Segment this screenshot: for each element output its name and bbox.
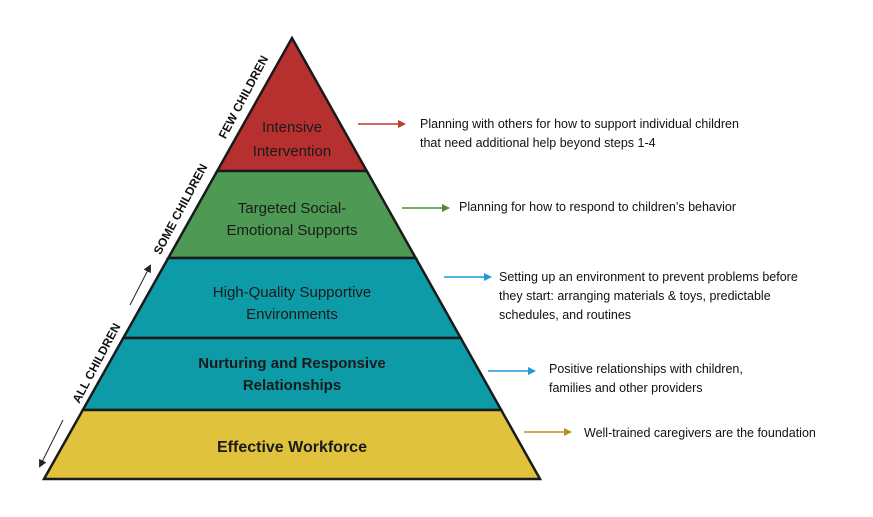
description-line: Setting up an environment to prevent pro…	[499, 270, 798, 284]
tier-label-nurturing-relationships-line-1: Nurturing and Responsive	[198, 355, 386, 372]
tier-label-effective-workforce-line-1: Effective Workforce	[217, 439, 367, 456]
tier-label-nurturing-relationships-line-2: Relationships	[243, 377, 341, 394]
side-arrow-all-children-down	[39, 419, 64, 468]
tier-label-supportive-environments-line-1: High-Quality Supportive	[213, 284, 371, 301]
description-line: Planning for how to respond to children’…	[459, 200, 737, 214]
description-line: Positive relationships with children,	[549, 362, 743, 376]
tier-label-supportive-environments-line-2: Environments	[246, 306, 338, 323]
tier-label-targeted-supports-line-2: Emotional Supports	[227, 222, 358, 239]
description-supportive-environments: Setting up an environment to prevent pro…	[499, 268, 798, 325]
tier-effective-workforce	[41, 408, 543, 481]
tier-label-targeted-supports-line-1: Targeted Social-	[238, 200, 346, 217]
tier-nurturing-relationships	[80, 336, 504, 412]
side-arrow-all-children-up	[129, 264, 151, 306]
description-line: they start: arranging materials & toys, …	[499, 289, 771, 303]
description-line: families and other providers	[549, 381, 703, 395]
description-line: Planning with others for how to support …	[420, 117, 739, 131]
tier-label-intensive-intervention-line-1: Intensive	[262, 119, 322, 136]
description-line: Well-trained caregivers are the foundati…	[584, 426, 816, 440]
description-effective-workforce: Well-trained caregivers are the foundati…	[584, 424, 816, 443]
description-line: that need additional help beyond steps 1…	[420, 136, 656, 150]
description-line: schedules, and routines	[499, 308, 632, 322]
description-nurturing-relationships: Positive relationships with children, fam…	[549, 360, 743, 398]
tier-label-intensive-intervention-line-2: Intervention	[253, 143, 331, 160]
description-targeted-supports: Planning for how to respond to children’…	[459, 198, 736, 217]
description-intensive-intervention: Planning with others for how to support …	[420, 115, 739, 153]
